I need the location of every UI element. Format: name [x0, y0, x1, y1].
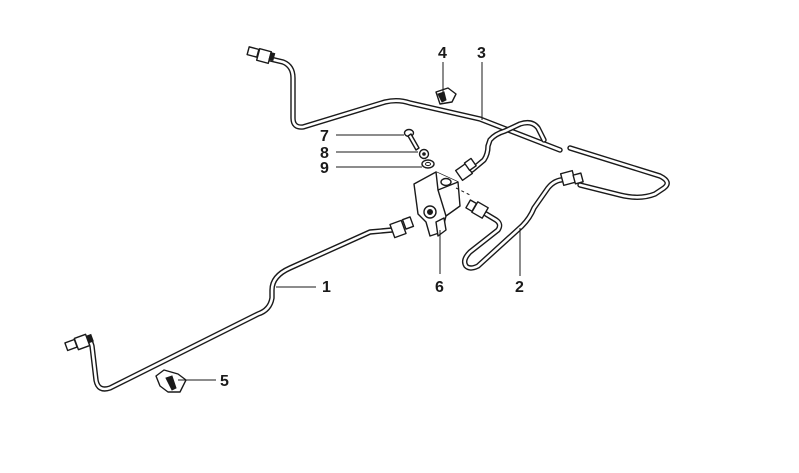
callout-2: 2	[515, 279, 524, 296]
leader-lines	[178, 62, 521, 381]
brake-pipe-1	[81, 227, 395, 392]
bleed-screw-7	[403, 128, 420, 151]
flare-nut-pipe2-right	[559, 169, 584, 187]
brake-pipe-3-branch	[469, 119, 547, 173]
pipe-clip-5	[155, 369, 187, 393]
flare-nut-pipe3-left	[246, 46, 276, 65]
pipe-clip-4	[435, 87, 457, 105]
brake-pipe-2	[461, 176, 571, 271]
flare-nut-pipe1-block	[389, 216, 415, 239]
callout-3: 3	[477, 45, 486, 62]
seal-ring-8	[418, 148, 430, 160]
flare-nut-pipe3-block	[454, 157, 477, 182]
flare-nut-pipe1-left	[64, 333, 94, 352]
callout-4: 4	[438, 45, 447, 62]
callout-5: 5	[220, 373, 229, 390]
callout-1: 1	[322, 279, 331, 296]
callout-8: 8	[320, 145, 329, 162]
assembly-guide-line	[455, 187, 473, 197]
callout-7: 7	[320, 128, 329, 145]
brake-pipe-3	[259, 54, 670, 200]
washer-9	[421, 159, 435, 169]
callout-9: 9	[320, 160, 329, 177]
pressure-regulator-block	[413, 171, 461, 237]
flare-nut-pipe2-block	[465, 199, 489, 219]
callout-6: 6	[435, 279, 444, 296]
